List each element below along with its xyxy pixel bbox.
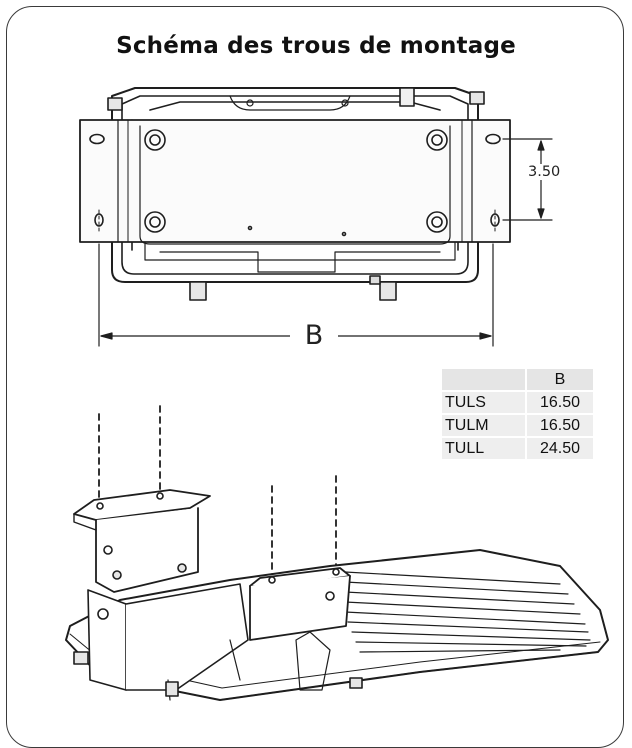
width-dimension-label: B xyxy=(290,321,338,351)
table-header-cell xyxy=(442,369,527,392)
b-value-cell: 16.50 xyxy=(526,414,595,438)
table-row: TULL 24.50 xyxy=(442,437,595,461)
model-cell: TULM xyxy=(442,414,527,438)
b-value-cell: 24.50 xyxy=(526,437,595,461)
isometric-view xyxy=(65,405,609,701)
heatsink-fins xyxy=(344,571,591,653)
top-view xyxy=(79,87,511,301)
hole-spacing-label: 3.50 xyxy=(527,164,562,180)
b-value-cell: 16.50 xyxy=(526,391,595,415)
model-cell: TULL xyxy=(442,437,527,461)
table-row: TULS 16.50 xyxy=(442,391,595,415)
table-header-cell: B xyxy=(526,369,595,392)
dimension-table: B TULS 16.50 TULM 16.50 TULL 24.50 xyxy=(442,369,595,461)
dimension-3.50 xyxy=(502,138,553,221)
model-cell: TULS xyxy=(442,391,527,415)
table-row: TULM 16.50 xyxy=(442,414,595,438)
diagram-title: Schéma des trous de montage xyxy=(116,33,516,59)
table-header-row: B xyxy=(442,369,595,392)
